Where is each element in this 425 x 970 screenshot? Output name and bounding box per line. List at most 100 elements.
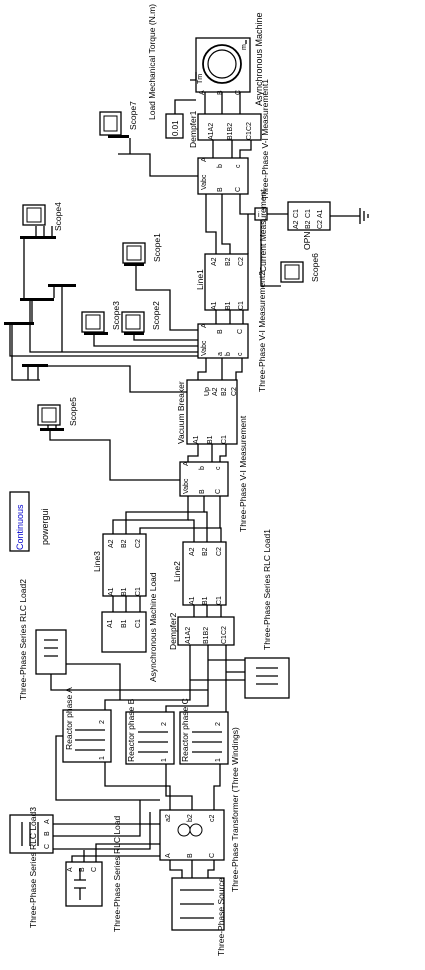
line3-port-a1: A1: [108, 587, 115, 596]
vi-measurement2-block[interactable]: Vabc A a b c B C: [197, 323, 249, 359]
transformer-block[interactable]: A B C a2 b2 c2: [159, 809, 225, 861]
torque-value: 0.01: [171, 120, 180, 136]
reactor-a-label: Reactor phase A: [64, 687, 74, 750]
rlc-load-block[interactable]: A B C: [65, 861, 103, 907]
line1-label: Line1: [195, 269, 205, 290]
vi-measurement2-label: Three-Phase V-I Measurement2: [257, 271, 267, 392]
rlc-load3-label: Three-Phase Series RLC Load3: [28, 807, 38, 928]
scope5-label: Scope5: [68, 397, 78, 426]
scope3-label: Scope3: [111, 301, 121, 330]
scope4-label: Scope4: [53, 202, 63, 231]
line1-port-c1: C1: [238, 301, 245, 310]
opn-port-1: C1: [293, 209, 300, 218]
opn-port-2: C1: [305, 209, 312, 218]
line1-port-a1: A1: [211, 301, 218, 310]
wiring: [9, 92, 288, 878]
opn-port-5: B2: [305, 220, 312, 229]
vacuum-breaker-block[interactable]: A1 B1 C1 Up A2 B2 C2: [186, 379, 238, 445]
reactor-b-label: Reactor phase B: [126, 698, 136, 762]
rlc-load3-block[interactable]: A B C: [9, 814, 54, 854]
aml-port-b1: B1: [121, 619, 128, 628]
dempfer2-block[interactable]: A1A2 B1B2 C1C2: [177, 616, 235, 646]
vm2-vabc: Vabc: [201, 340, 208, 356]
rlc-load1-block[interactable]: [244, 657, 290, 699]
line3-block[interactable]: A1 B1 C1 A2 B2 C2: [102, 533, 147, 597]
vm1-port-c: C: [235, 187, 242, 192]
vi-measurement-block[interactable]: Vabc A B C b c: [179, 461, 229, 497]
rlcl-port-a: A: [67, 867, 74, 872]
line2-label: Line2: [172, 561, 182, 582]
vm-port-c: C: [215, 489, 222, 494]
opn-block[interactable]: C1 C1 A1 A2 B2 C2: [287, 201, 331, 231]
vm1-port-lc: c: [235, 164, 242, 168]
transformer-label: Three-Phase Transformer (Three Windings): [230, 727, 240, 892]
rlc-load2-block[interactable]: [35, 629, 67, 675]
dempfer1-block[interactable]: A1A2 B1B2 C1C2: [197, 113, 262, 141]
scope1-block[interactable]: [122, 242, 146, 266]
line3-port-a2: A2: [108, 539, 115, 548]
tm-port-label: Tm: [197, 74, 204, 84]
tr-port-c2: c2: [209, 815, 216, 823]
reactor-c-label: Reactor phase C: [180, 698, 190, 762]
scope6-block[interactable]: [280, 261, 304, 283]
dempfer2-port-c: C1C2: [221, 626, 228, 644]
line3-port-b2: B2: [121, 539, 128, 548]
line2-port-a2: A2: [189, 547, 196, 556]
tr-port-a2: a2: [165, 814, 172, 822]
current-measurement-symbol: i: [258, 212, 260, 219]
rlc-load1-label: Three-Phase Series RLC Load1: [262, 529, 272, 650]
reactor-c-port-2: 2: [215, 722, 222, 726]
vi-measurement1-block[interactable]: Vabc A B C b c: [197, 157, 249, 195]
source-block[interactable]: [171, 877, 225, 931]
line3-port-c2: C2: [135, 539, 142, 548]
scope4-block[interactable]: [22, 204, 46, 226]
vi-measurement1-label: Three-Phase V-I Measurement1: [260, 79, 270, 200]
dempfer2-label: Dempfer2: [168, 612, 178, 650]
load-torque-block[interactable]: 0.01: [165, 113, 184, 139]
vm2-port-a: A: [201, 323, 208, 328]
async-machine-load-block[interactable]: A1 B1 C1: [101, 611, 147, 653]
reactor-a-block[interactable]: 2 1: [62, 709, 112, 763]
asynchronous-machine-block[interactable]: Tm m A B C: [195, 37, 251, 95]
scope2-block[interactable]: [121, 311, 145, 335]
reactor-b-port-1: 1: [161, 758, 168, 762]
powergui-block[interactable]: Continuous: [9, 491, 30, 552]
scope5-block[interactable]: [37, 404, 61, 426]
vm1-vabc: Vabc: [201, 174, 208, 190]
vm2-port-lb: b: [225, 352, 232, 356]
vm-port-lb: b: [199, 466, 206, 470]
reactor-a-port-2: 2: [99, 720, 106, 724]
vb-port-a2: A2: [212, 387, 219, 396]
source-label: Three-Phase Source: [216, 877, 226, 956]
opn-port-4: A2: [293, 220, 300, 229]
opn-label: OPN: [302, 232, 312, 250]
tr-port-b2: b2: [187, 814, 194, 822]
vm2-port-lc: c: [237, 352, 244, 356]
scope3-block[interactable]: [81, 311, 108, 335]
rlc-load2-label: Three-Phase Series RLC Load2: [18, 579, 28, 700]
dempfer1-port-c: C1C2: [246, 122, 253, 140]
dempfer1-label: Dempfer1: [188, 110, 198, 148]
scope6-label: Scope6: [310, 253, 320, 282]
aml-port-a1: A1: [107, 619, 114, 628]
vm2-port-c: C: [237, 329, 244, 334]
ground-icon: [330, 208, 369, 224]
line1-port-a2: A2: [211, 257, 218, 266]
dempfer2-port-a: A1A2: [185, 627, 192, 644]
line1-port-b2: B2: [225, 257, 232, 266]
scope7-block[interactable]: [99, 111, 129, 138]
reactor-c-block[interactable]: 2 1: [179, 711, 229, 765]
vm-port-lc: c: [215, 466, 222, 470]
dempfer1-port-a: A1A2: [208, 123, 215, 140]
vm-vabc: Vabc: [183, 478, 190, 494]
reactor-b-block[interactable]: 2 1: [125, 711, 175, 765]
vm2-port-b: B: [217, 329, 224, 334]
tr-port-c: C: [209, 853, 216, 858]
continuous-text: Continuous: [15, 504, 25, 550]
line2-port-b1: B1: [202, 596, 209, 605]
line2-port-a1: A1: [189, 596, 196, 605]
vm-port-b: B: [199, 489, 206, 494]
line1-block[interactable]: A1 B1 C1 A2 B2 C2: [204, 253, 249, 311]
line2-block[interactable]: A1 B1 C1 A2 B2 C2: [182, 541, 227, 606]
asynchronous-machine-label: Asynchronous Machine: [254, 12, 264, 106]
